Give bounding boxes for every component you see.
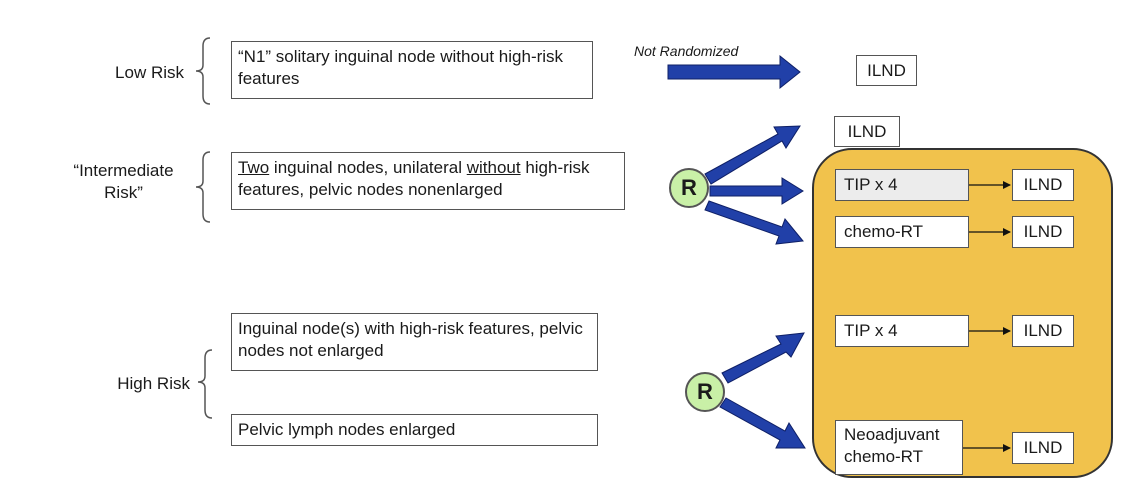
r1-arrow-middle	[709, 177, 804, 205]
r2-arrow-up	[721, 332, 805, 384]
low-risk-ilnd-box: ILND	[856, 55, 917, 86]
low-risk-description-box: “N1” solitary inguinal node without high…	[231, 41, 593, 99]
tip-2-ilnd-box: ILND	[1012, 315, 1074, 347]
low-risk-label: Low Risk	[115, 63, 184, 82]
neoadjuvant-ilnd-box: ILND	[1012, 432, 1074, 464]
high-risk-bracket	[197, 349, 213, 419]
tip-x4-box-2: TIP x 4	[835, 315, 969, 347]
not-randomized-arrow	[667, 54, 801, 90]
not-randomized-label: Not Randomized	[634, 43, 739, 59]
intermediate-risk-label-line1: “Intermediate	[73, 161, 174, 180]
intermediate-risk-description-box: Two inguinal nodes, unilateral without h…	[231, 152, 625, 210]
intermediate-underlined-without: without	[466, 158, 521, 177]
high-risk-inguinal-box: Inguinal node(s) with high-risk features…	[231, 313, 598, 371]
r1-arrow-down	[704, 200, 804, 245]
r2-arrow-down	[719, 397, 806, 449]
intermediate-ilnd-box: ILND	[834, 116, 900, 147]
intermediate-risk-label-line2: Risk”	[104, 183, 143, 202]
high-risk-pelvic-box: Pelvic lymph nodes enlarged	[231, 414, 598, 446]
low-risk-bracket	[195, 37, 211, 105]
neoadjuvant-chemo-rt-box: Neoadjuvant chemo-RT	[835, 420, 963, 475]
intermediate-underlined-two: Two	[238, 158, 270, 177]
intermediate-text-part4: high-risk features, pelvic nodes nonenla…	[238, 158, 590, 199]
tip-1-ilnd-box: ILND	[1012, 169, 1074, 201]
randomization-circle-2: R	[685, 372, 725, 412]
chemo-rt-ilnd-box: ILND	[1012, 216, 1074, 248]
r1-arrow-up	[704, 125, 801, 185]
intermediate-risk-label: “Intermediate Risk”	[60, 160, 187, 204]
chemo-rt-box: chemo-RT	[835, 216, 969, 248]
intermediate-text-part2: inguinal nodes, unilateral	[269, 158, 467, 177]
neoadjuvant-line1: Neoadjuvant	[844, 425, 940, 444]
tip-x4-box-1: TIP x 4	[835, 169, 969, 201]
intermediate-risk-bracket	[195, 151, 211, 223]
high-risk-label: High Risk	[117, 374, 190, 393]
randomization-circle-1: R	[669, 168, 709, 208]
neoadjuvant-line2: chemo-RT	[844, 447, 924, 466]
